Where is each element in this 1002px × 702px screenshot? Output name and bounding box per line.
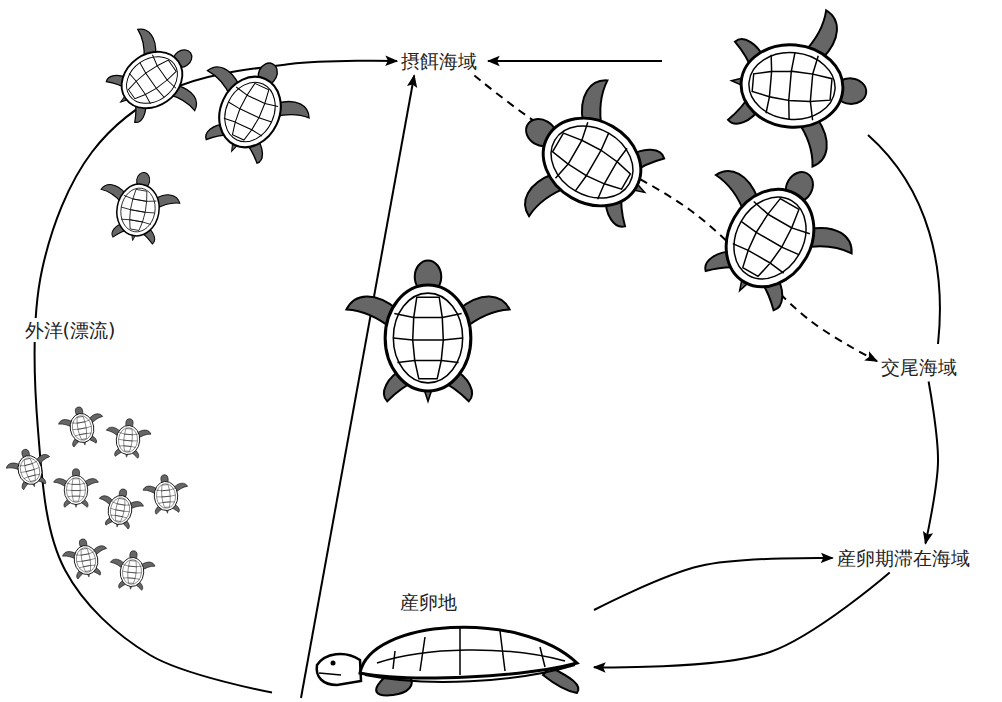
migration-arrow bbox=[594, 558, 833, 610]
adult-turtle bbox=[725, 3, 873, 171]
place-node: 摂餌海域 bbox=[397, 47, 483, 76]
migration-arrow bbox=[925, 382, 938, 544]
migration-arrow bbox=[34, 61, 397, 693]
adult-turtle bbox=[488, 57, 684, 260]
place-label: 産卵期滞在海域 bbox=[837, 547, 972, 570]
adult-turtle bbox=[346, 260, 509, 401]
juvenile-turtle bbox=[93, 166, 184, 248]
migration-arrow bbox=[488, 60, 662, 62]
juvenile-turtle bbox=[181, 40, 323, 175]
route-label: 外洋(漂流) bbox=[22, 318, 119, 343]
place-node: 産卵期滞在海域 bbox=[833, 544, 976, 573]
migration-line bbox=[868, 135, 940, 344]
place-label: 摂餌海域 bbox=[401, 50, 479, 73]
nesting-turtle bbox=[317, 627, 579, 695]
place-node: 産卵地 bbox=[272, 588, 594, 698]
place-node: 交尾海域 bbox=[877, 353, 963, 382]
adult-turtle bbox=[672, 134, 875, 330]
hatchling-group bbox=[3, 403, 190, 591]
place-label: 産卵地 bbox=[400, 591, 590, 614]
migration-arrow bbox=[594, 573, 890, 668]
place-label: 交尾海域 bbox=[881, 356, 959, 379]
juvenile-turtle bbox=[92, 12, 219, 142]
